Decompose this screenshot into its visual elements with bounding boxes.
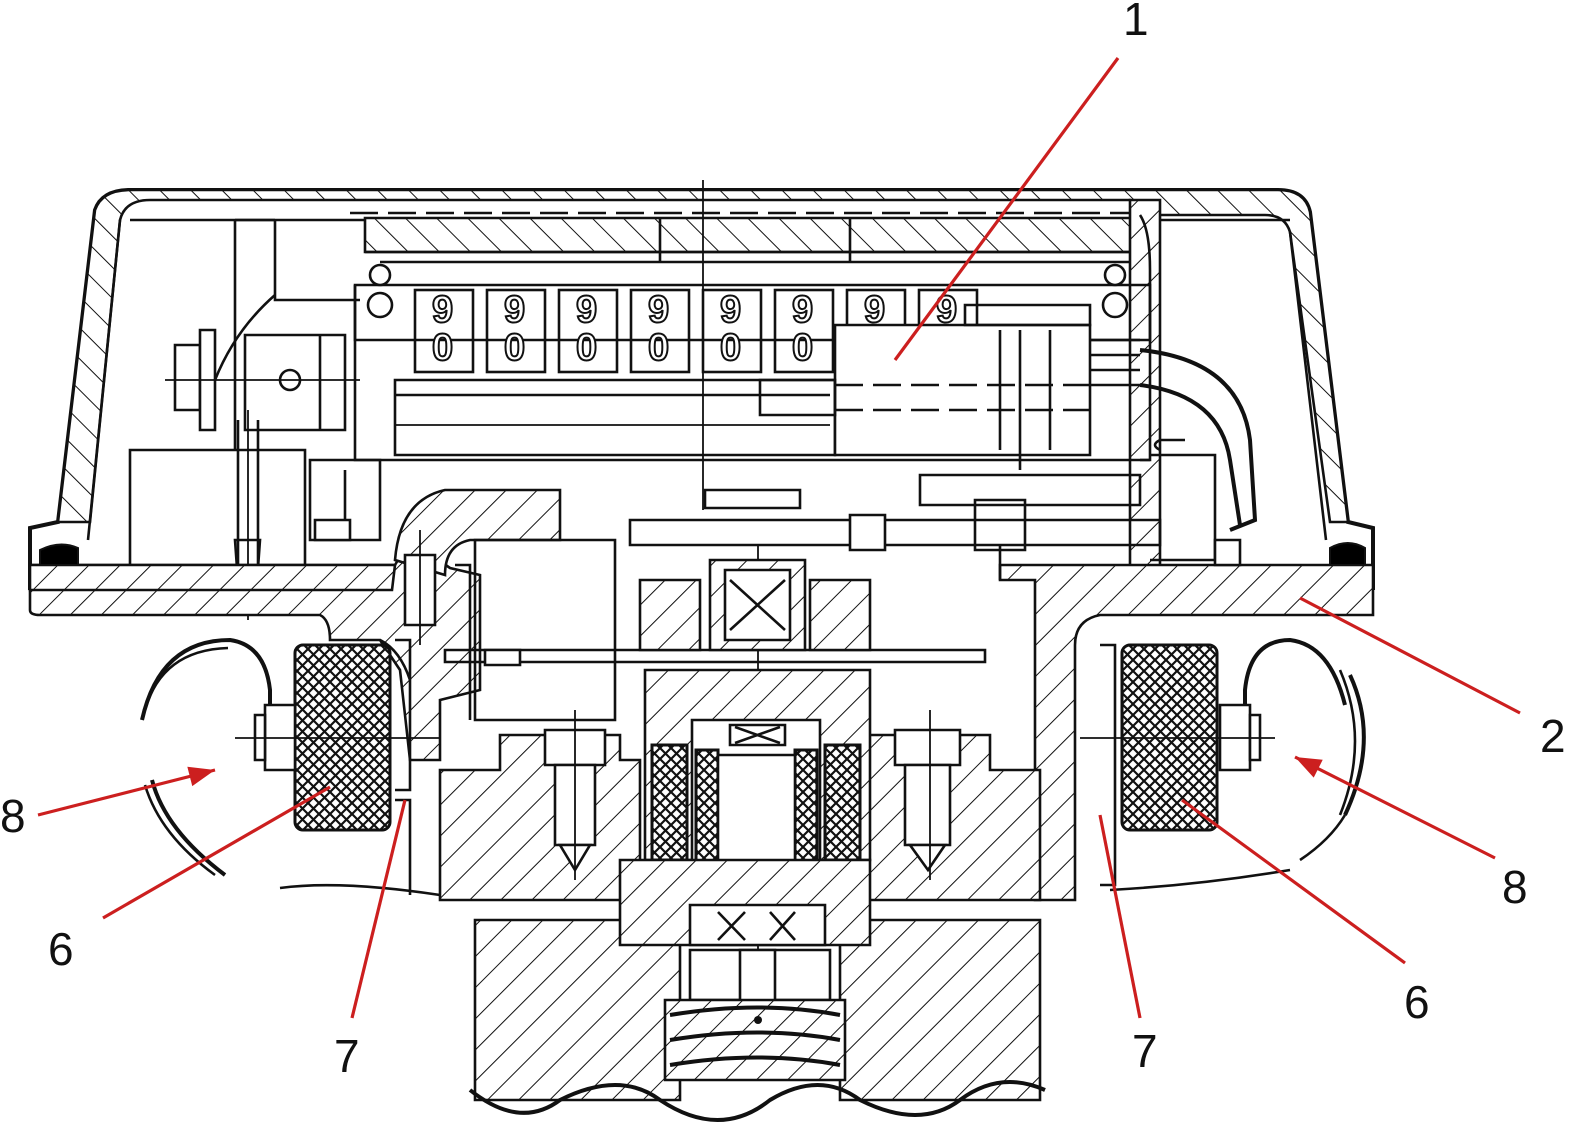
label-8-left: 8 (0, 790, 26, 842)
pulse-module (758, 303, 1258, 532)
counter-digit-bottom: 0 (648, 327, 669, 369)
central-body (403, 530, 1046, 1122)
callout-line-6-right (1181, 798, 1406, 965)
callout-line-6-left (102, 785, 331, 920)
callout-line-8-right-arrowhead (1295, 757, 1323, 778)
callout-line-8-left-arrowhead (187, 766, 215, 787)
right-mechanism (628, 438, 1217, 562)
counter-digit-bottom: 0 (576, 327, 597, 369)
counter-digit-top: 9 (432, 289, 453, 331)
callout-line-7-right (1098, 814, 1142, 1019)
counter-drum (557, 288, 619, 374)
callout-lines (37, 57, 1521, 1019)
top-window (350, 211, 1145, 264)
label-6-left: 6 (48, 923, 74, 975)
counter-drum (773, 288, 835, 374)
label-7-right: 7 (1132, 1025, 1158, 1077)
counter-drum (413, 288, 475, 374)
seal-rings (39, 542, 1366, 566)
counter-digit-top: 9 (720, 289, 741, 331)
label-6-right: 6 (1404, 976, 1430, 1028)
counter-digit-top: 9 (864, 289, 885, 331)
counter-digit-top: 9 (504, 289, 525, 331)
housing-screws (313, 518, 1242, 567)
label-8-right: 8 (1502, 861, 1528, 913)
callout-line-2 (1299, 596, 1521, 715)
mechanism-frame (308, 263, 1152, 542)
label-7-left: 7 (334, 1030, 360, 1082)
callout-line-8-left (37, 768, 216, 817)
left-magnet-assembly (140, 637, 441, 897)
callout-line-7-left (350, 799, 407, 1019)
counter-digit-top: 9 (792, 289, 813, 331)
right-magnet-assembly (1080, 637, 1366, 892)
left-adjuster (128, 294, 360, 620)
counter-digit-top: 9 (576, 289, 597, 331)
counter-drum (485, 288, 547, 374)
counter-drum (629, 288, 691, 374)
counter-digit-bottom: 0 (504, 327, 525, 369)
counter-digit-bottom: 0 (792, 327, 813, 369)
callout-line-1 (893, 57, 1120, 361)
callout-line-8-right (1294, 755, 1496, 860)
counter-digit-top: 9 (648, 289, 669, 331)
counter-digit-bottom: 0 (432, 327, 453, 369)
label-1: 1 (1123, 0, 1149, 45)
label-2: 2 (1540, 710, 1566, 762)
counter-digit-bottom: 0 (720, 327, 741, 369)
